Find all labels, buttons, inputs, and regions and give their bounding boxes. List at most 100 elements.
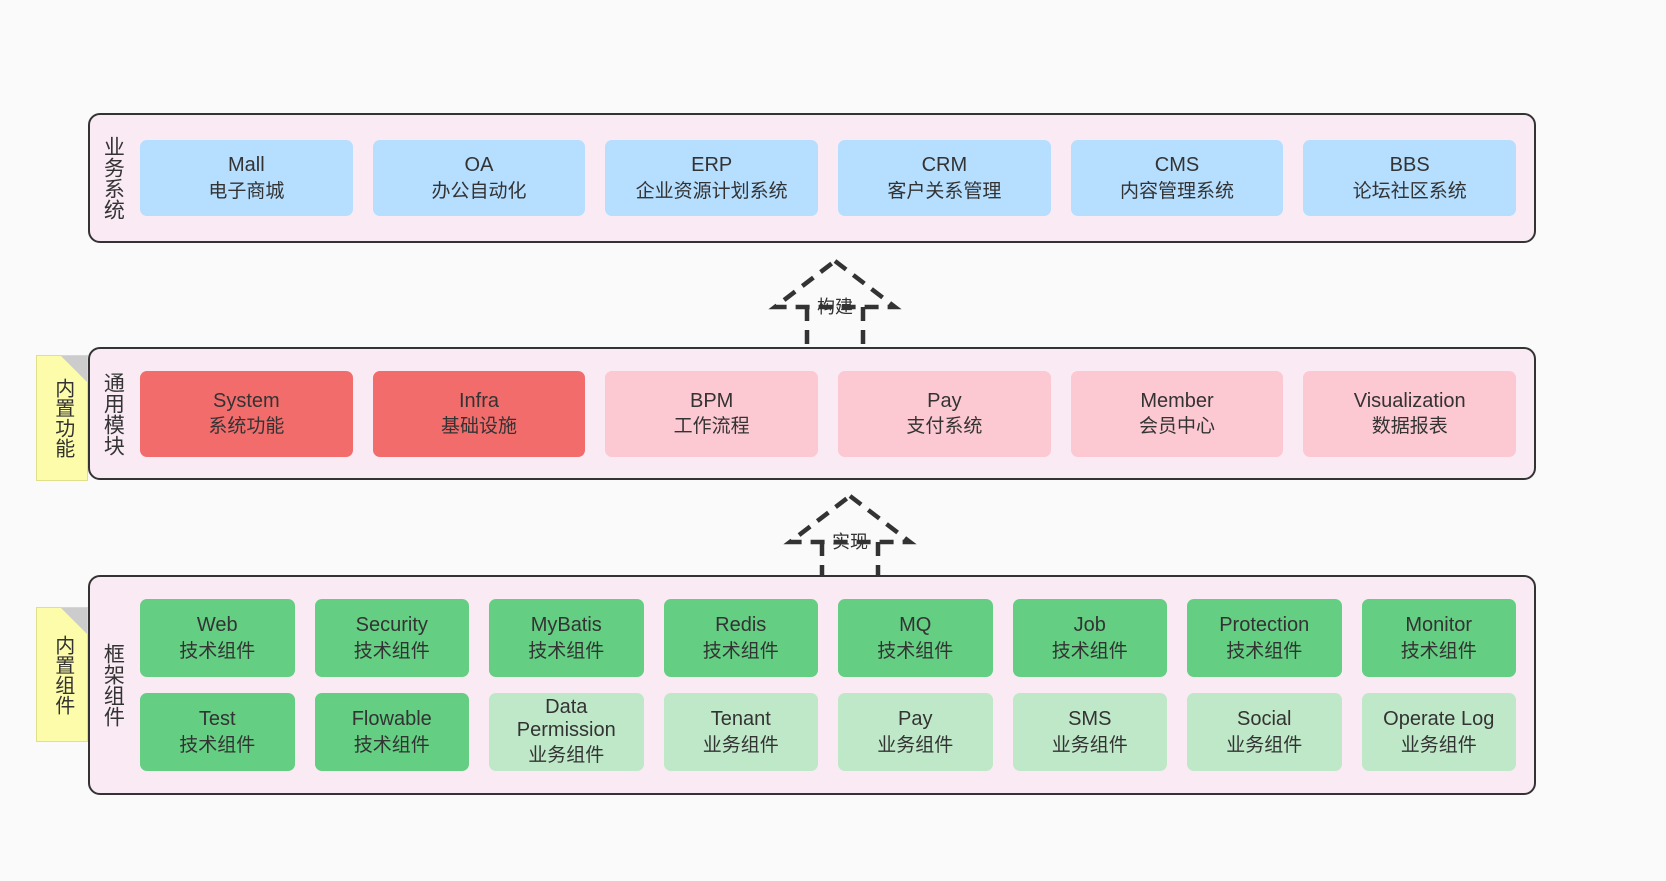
node-infra[interactable]: Infra 基础设施 <box>372 370 586 457</box>
node-bbs-title: BBS <box>1389 154 1430 177</box>
node-cms-subtitle: 内容管理系统 <box>1120 180 1235 202</box>
node-erp-subtitle: 企业资源计划系统 <box>635 180 788 202</box>
node-flowable-subtitle: 技术组件 <box>353 734 430 756</box>
sticky-note-builtin-feature-label: 内置功能 <box>51 378 74 458</box>
node-oa[interactable]: OA 办公自动化 <box>372 140 586 216</box>
node-pay-component[interactable]: Pay 业务组件 <box>838 693 993 771</box>
node-bpm-title: BPM <box>690 389 734 412</box>
sticky-note-builtin-component: 内置组件 <box>36 607 88 742</box>
node-tenant-subtitle: 业务组件 <box>702 734 779 756</box>
node-operate-log-subtitle: 业务组件 <box>1400 734 1477 756</box>
node-job[interactable]: Job 技术组件 <box>1012 599 1167 677</box>
node-infra-title: Infra <box>458 389 500 412</box>
node-test-subtitle: 技术组件 <box>179 734 256 756</box>
connector-implement: 实现 <box>770 490 930 575</box>
node-tenant-title: Tenant <box>710 708 771 731</box>
sticky-note-builtin-feature: 内置功能 <box>36 355 88 481</box>
node-mybatis-subtitle: 技术组件 <box>528 640 605 662</box>
node-social-subtitle: 业务组件 <box>1226 734 1303 756</box>
node-pay-component-subtitle: 业务组件 <box>877 734 954 756</box>
node-member[interactable]: Member 会员中心 <box>1070 370 1284 457</box>
connector-build: 构建 <box>755 255 915 350</box>
node-visualization-title: Visualization <box>1353 389 1466 412</box>
node-security-title: Security <box>355 614 428 637</box>
layer-framework-components: 框架组件 Web 技术组件 Security 技术组件 MyBatis 技术组件… <box>88 575 1536 795</box>
node-member-title: Member <box>1140 389 1214 412</box>
sticky-note-builtin-component-label: 内置组件 <box>51 634 74 715</box>
node-monitor-subtitle: 技术组件 <box>1400 640 1477 662</box>
node-redis-title: Redis <box>715 614 767 637</box>
common-modules-row: System 系统功能 Infra 基础设施 BPM 工作流程 Pay 支付系统… <box>140 370 1517 457</box>
node-mq-subtitle: 技术组件 <box>877 640 954 662</box>
layer-business-systems: 业务系统 Mall 电子商城 OA 办公自动化 ERP 企业资源计划系统 CRM <box>88 113 1536 243</box>
node-pay-module-subtitle: 支付系统 <box>906 416 983 438</box>
framework-business-row: Test 技术组件 Flowable 技术组件 Data Permission … <box>140 693 1516 771</box>
build-arrow-icon <box>768 258 902 350</box>
node-mall-title: Mall <box>228 154 265 177</box>
node-system-title: System <box>212 389 280 412</box>
node-redis-subtitle: 技术组件 <box>702 640 779 662</box>
node-erp[interactable]: ERP 企业资源计划系统 <box>605 140 819 216</box>
node-erp-title: ERP <box>691 154 733 177</box>
node-mall-subtitle: 电子商城 <box>208 180 285 202</box>
node-job-subtitle: 技术组件 <box>1051 640 1128 662</box>
node-web[interactable]: Web 技术组件 <box>140 599 295 677</box>
node-mybatis-title: MyBatis <box>530 614 602 637</box>
node-pay-component-title: Pay <box>898 708 933 731</box>
node-tenant[interactable]: Tenant 业务组件 <box>663 693 818 771</box>
layer-title-business-systems: 业务系统 <box>101 136 125 220</box>
node-flowable[interactable]: Flowable 技术组件 <box>314 693 469 771</box>
node-member-subtitle: 会员中心 <box>1139 416 1216 438</box>
node-bpm-subtitle: 工作流程 <box>673 416 750 438</box>
node-cms[interactable]: CMS 内容管理系统 <box>1070 140 1284 216</box>
node-cms-title: CMS <box>1154 154 1200 177</box>
node-system-subtitle: 系统功能 <box>208 416 285 438</box>
node-protection[interactable]: Protection 技术组件 <box>1187 599 1342 677</box>
node-web-title: Web <box>196 614 238 637</box>
node-data-permission[interactable]: Data Permission 业务组件 <box>489 693 644 771</box>
node-mybatis[interactable]: MyBatis 技术组件 <box>489 599 644 677</box>
node-mall[interactable]: Mall 电子商城 <box>140 140 353 216</box>
layer-body-business-systems: Mall 电子商城 OA 办公自动化 ERP 企业资源计划系统 CRM 客户关系… <box>134 115 1534 241</box>
node-pay-module[interactable]: Pay 支付系统 <box>838 370 1051 457</box>
node-oa-title: OA <box>464 154 494 177</box>
layer-title-common-modules: 通用模块 <box>101 371 125 456</box>
node-infra-subtitle: 基础设施 <box>441 416 518 438</box>
node-crm[interactable]: CRM 客户关系管理 <box>838 140 1051 216</box>
business-systems-row: Mall 电子商城 OA 办公自动化 ERP 企业资源计划系统 CRM 客户关系… <box>140 140 1517 216</box>
node-mq-title: MQ <box>899 614 932 637</box>
node-redis[interactable]: Redis 技术组件 <box>663 599 818 677</box>
node-visualization[interactable]: Visualization 数据报表 <box>1303 370 1517 457</box>
node-crm-subtitle: 客户关系管理 <box>887 180 1002 202</box>
node-sms-subtitle: 业务组件 <box>1051 734 1128 756</box>
connector-implement-label: 实现 <box>832 532 868 552</box>
node-operate-log[interactable]: Operate Log 业务组件 <box>1361 693 1516 771</box>
node-crm-title: CRM <box>921 154 968 177</box>
framework-tech-row: Web 技术组件 Security 技术组件 MyBatis 技术组件 Redi… <box>140 599 1516 677</box>
node-system[interactable]: System 系统功能 <box>140 370 353 457</box>
node-flowable-title: Flowable <box>351 708 432 731</box>
layer-body-common-modules: System 系统功能 Infra 基础设施 BPM 工作流程 Pay 支付系统… <box>134 349 1534 478</box>
node-test-title: Test <box>198 708 236 731</box>
node-bpm[interactable]: BPM 工作流程 <box>605 370 819 457</box>
implement-arrow-icon <box>783 493 917 575</box>
node-mq[interactable]: MQ 技术组件 <box>838 599 993 677</box>
node-operate-log-title: Operate Log <box>1383 708 1495 731</box>
node-security[interactable]: Security 技术组件 <box>314 599 469 677</box>
node-security-subtitle: 技术组件 <box>353 640 430 662</box>
folded-corner-icon <box>61 608 87 634</box>
node-oa-subtitle: 办公自动化 <box>431 180 527 202</box>
node-data-permission-title: Data Permission <box>516 695 616 742</box>
folded-corner-icon <box>61 356 87 382</box>
node-social-title: Social <box>1237 708 1292 731</box>
node-test[interactable]: Test 技术组件 <box>140 693 295 771</box>
node-monitor-title: Monitor <box>1405 614 1473 637</box>
node-monitor[interactable]: Monitor 技术组件 <box>1361 599 1516 677</box>
node-job-title: Job <box>1073 614 1106 637</box>
node-pay-module-title: Pay <box>927 389 962 412</box>
node-social[interactable]: Social 业务组件 <box>1187 693 1342 771</box>
node-bbs[interactable]: BBS 论坛社区系统 <box>1303 140 1517 216</box>
connector-build-label: 构建 <box>817 297 853 317</box>
node-sms[interactable]: SMS 业务组件 <box>1012 693 1167 771</box>
layer-body-framework-components: Web 技术组件 Security 技术组件 MyBatis 技术组件 Redi… <box>134 577 1534 793</box>
